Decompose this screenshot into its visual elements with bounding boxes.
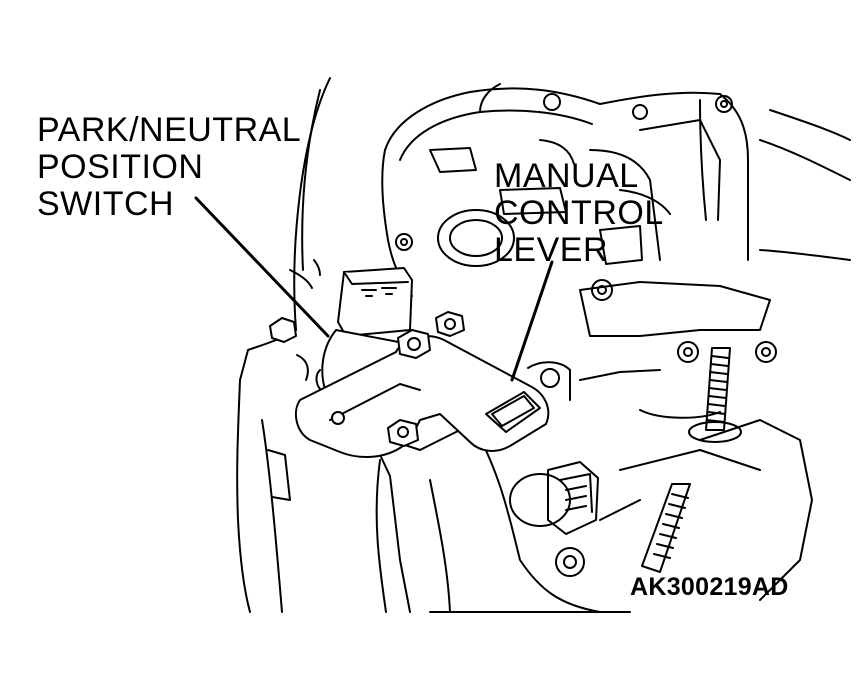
manual-control-lever-label: MANUAL CONTROL LEVER xyxy=(494,158,664,269)
label-line: PARK/NEUTRAL xyxy=(37,111,302,149)
mounting-bolts xyxy=(269,311,465,447)
leader-lines xyxy=(194,196,554,382)
label-line: POSITION xyxy=(37,148,204,186)
label-line: MANUAL xyxy=(494,157,639,195)
upper-housing xyxy=(381,83,851,297)
pn-switch-leader-line xyxy=(194,196,330,338)
right-bracket xyxy=(527,279,813,601)
park-neutral-position-switch-label: PARK/NEUTRAL POSITION SWITCH xyxy=(37,112,301,223)
label-line: SWITCH xyxy=(37,185,175,223)
manual-lever-leader-line xyxy=(510,260,554,382)
manual-control-lever-shape xyxy=(294,335,550,458)
stud-lower xyxy=(641,483,691,573)
lower-connector xyxy=(509,461,599,577)
label-line: CONTROL xyxy=(494,194,664,232)
label-line: LEVER xyxy=(494,231,608,269)
figure-code: AK300219AD xyxy=(630,573,789,601)
stud-upper xyxy=(688,347,742,443)
